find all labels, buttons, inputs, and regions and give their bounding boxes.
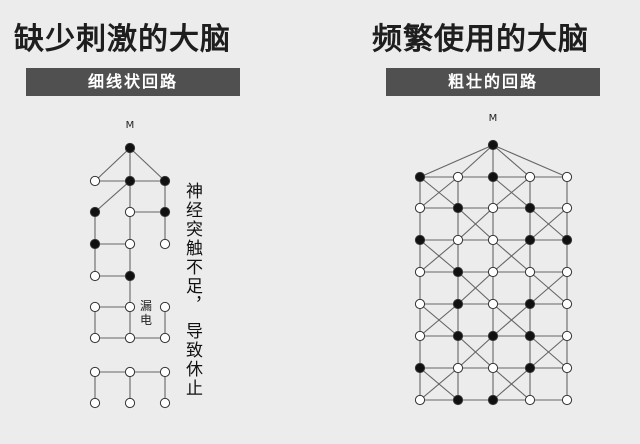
right-node	[487, 139, 499, 151]
left-node	[124, 366, 136, 378]
right-edge	[492, 239, 531, 273]
right-edge	[492, 367, 531, 401]
left-node	[159, 301, 171, 313]
right-node	[414, 266, 426, 278]
left-node	[124, 175, 136, 187]
left-node	[124, 332, 136, 344]
right-node	[414, 394, 426, 406]
right-node	[561, 171, 573, 183]
left-title: 缺少刺激的大脑	[14, 22, 231, 57]
left-node	[124, 206, 136, 218]
right-node	[452, 362, 464, 374]
right-node	[414, 171, 426, 183]
left-node	[124, 397, 136, 409]
left-node	[124, 142, 136, 154]
right-edge	[492, 144, 531, 178]
right-node	[524, 234, 536, 246]
left-node	[89, 301, 101, 313]
left-edge	[94, 180, 131, 213]
right-node	[524, 330, 536, 342]
right-node	[524, 171, 536, 183]
left-node	[89, 332, 101, 344]
right-node	[487, 202, 499, 214]
left-node	[89, 206, 101, 218]
left-node	[159, 366, 171, 378]
left-label-bar: 细线状回路	[26, 68, 240, 96]
right-node	[561, 330, 573, 342]
right-edge	[419, 144, 494, 178]
right-edge	[529, 335, 568, 369]
right-node	[487, 266, 499, 278]
right-node	[452, 202, 464, 214]
left-node	[124, 270, 136, 282]
right-node	[524, 362, 536, 374]
right-node	[487, 298, 499, 310]
left-edge	[94, 147, 131, 182]
right-node	[561, 362, 573, 374]
left-node	[89, 397, 101, 409]
right-node	[414, 298, 426, 310]
right-edge	[529, 271, 568, 305]
right-node	[524, 266, 536, 278]
right-edge	[492, 303, 531, 337]
right-node	[561, 266, 573, 278]
right-node	[452, 330, 464, 342]
right-node	[524, 202, 536, 214]
right-node	[414, 202, 426, 214]
right-edge	[492, 144, 568, 178]
right-node	[487, 330, 499, 342]
right-node	[452, 298, 464, 310]
right-edge	[457, 207, 494, 241]
leak-label: 漏电	[139, 299, 152, 327]
right-node	[414, 362, 426, 374]
right-node	[561, 234, 573, 246]
right-node	[487, 171, 499, 183]
right-edge	[419, 239, 459, 273]
halt-annotation: 导致休止	[182, 322, 202, 398]
right-edge	[457, 144, 494, 178]
left-node	[159, 397, 171, 409]
left-node	[89, 366, 101, 378]
left-node	[89, 270, 101, 282]
left-node	[159, 206, 171, 218]
right-edge	[457, 271, 494, 305]
left-input-label: M	[126, 120, 135, 131]
right-node	[561, 298, 573, 310]
left-node	[159, 238, 171, 250]
right-edge	[419, 303, 459, 337]
left-node	[159, 332, 171, 344]
right-node	[487, 394, 499, 406]
right-edge	[492, 176, 531, 209]
left-network	[89, 142, 171, 409]
right-edge	[457, 335, 494, 369]
right-node	[524, 298, 536, 310]
right-edge	[419, 367, 459, 401]
right-node	[452, 171, 464, 183]
right-edge	[419, 176, 459, 209]
synapse-annotation: 神经突触不足，	[182, 182, 202, 315]
right-node	[487, 234, 499, 246]
right-node	[452, 234, 464, 246]
right-edge	[529, 207, 568, 241]
left-node	[124, 238, 136, 250]
right-label-bar: 粗壮的回路	[386, 68, 600, 96]
right-node	[487, 362, 499, 374]
right-node	[452, 394, 464, 406]
left-edge	[129, 147, 166, 182]
right-title: 频繁使用的大脑	[372, 22, 589, 57]
left-node	[89, 238, 101, 250]
right-node	[414, 234, 426, 246]
right-node	[524, 394, 536, 406]
right-node	[561, 394, 573, 406]
right-node	[561, 202, 573, 214]
right-node	[452, 266, 464, 278]
right-input-label: M	[489, 113, 498, 124]
left-node	[159, 175, 171, 187]
right-network	[414, 139, 573, 406]
left-node	[124, 301, 136, 313]
right-node	[414, 330, 426, 342]
left-node	[89, 175, 101, 187]
